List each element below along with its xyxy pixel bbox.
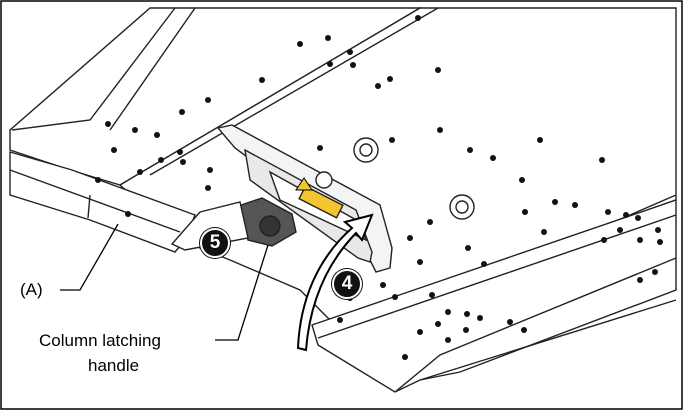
curved-arrow-icon bbox=[296, 213, 374, 352]
handle-label-line1: Column latching bbox=[39, 331, 161, 350]
part-a-label: (A) bbox=[20, 280, 43, 299]
step-5-badge: 5 bbox=[200, 228, 230, 258]
latch-bracket bbox=[216, 124, 393, 273]
left-edge-block bbox=[9, 151, 196, 253]
handle-label-line2: handle bbox=[88, 356, 140, 375]
leader-lines bbox=[60, 223, 269, 341]
right-edge-block bbox=[311, 199, 677, 393]
step-4-badge: 4 bbox=[332, 269, 362, 299]
screw-holes bbox=[95, 15, 663, 360]
column-holes bbox=[315, 137, 475, 220]
